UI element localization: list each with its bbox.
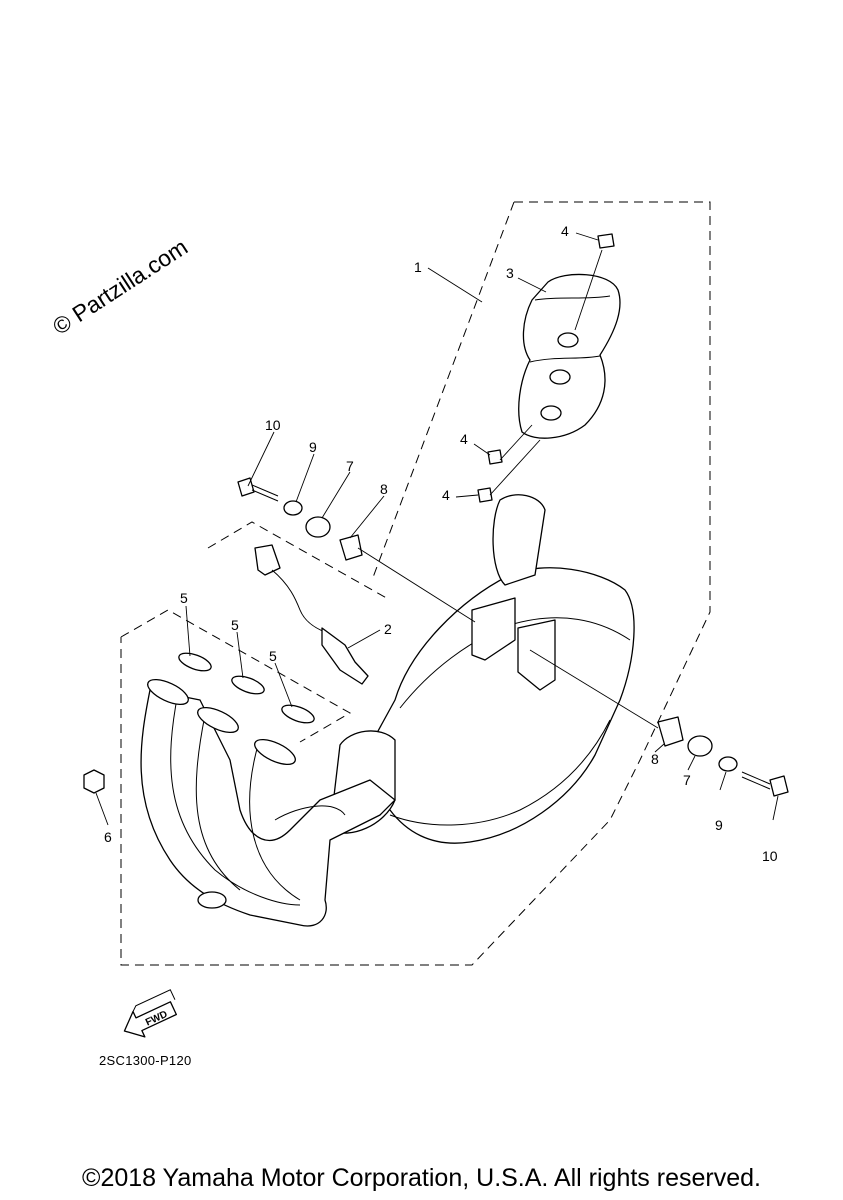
diagram-code: 2SC1300-P120 — [99, 1053, 192, 1068]
callout-10: 10 — [762, 848, 778, 864]
callout-6: 6 — [104, 829, 112, 845]
left-mount-hardware — [237, 477, 363, 561]
boundary-connector — [371, 201, 515, 581]
callout-5: 5 — [231, 617, 239, 633]
sensor-boundary — [207, 521, 391, 601]
callout-9: 9 — [715, 817, 723, 833]
screw-4-top — [597, 233, 615, 249]
fwd-arrow-icon: FWD — [123, 989, 177, 1038]
callout-4: 4 — [442, 487, 450, 503]
callout-4: 4 — [561, 223, 569, 239]
nut-6 — [83, 769, 105, 794]
callout-3: 3 — [506, 265, 514, 281]
gasket-5a — [178, 652, 212, 672]
callout-4: 4 — [460, 431, 468, 447]
callout-1: 1 — [414, 259, 422, 275]
callouts: 1 3 4 4 4 10 9 7 8 2 5 5 5 6 8 7 9 10 — [104, 223, 778, 864]
assembly-boundary — [120, 201, 711, 966]
callout-5: 5 — [180, 590, 188, 606]
leader-lines — [95, 232, 779, 826]
callout-2: 2 — [384, 621, 392, 637]
callout-9: 9 — [309, 439, 317, 455]
gasket-boundary — [120, 609, 352, 743]
screw-4-mid — [487, 449, 503, 465]
callout-10: 10 — [265, 417, 281, 433]
heat-protector — [518, 273, 621, 439]
gasket-5c — [281, 704, 315, 724]
o2-sensor — [254, 544, 369, 685]
callout-8: 8 — [380, 481, 388, 497]
right-mount-hardware — [657, 716, 789, 797]
callout-7: 7 — [683, 772, 691, 788]
exhaust-pipes — [140, 678, 396, 927]
gasket-5b — [231, 675, 265, 695]
callout-7: 7 — [346, 458, 354, 474]
callout-5: 5 — [269, 648, 277, 664]
copyright-notice: ©2018 Yamaha Motor Corporation, U.S.A. A… — [82, 1164, 761, 1192]
callout-8: 8 — [651, 751, 659, 767]
muffler — [329, 494, 635, 844]
screw-4-low — [477, 487, 493, 503]
